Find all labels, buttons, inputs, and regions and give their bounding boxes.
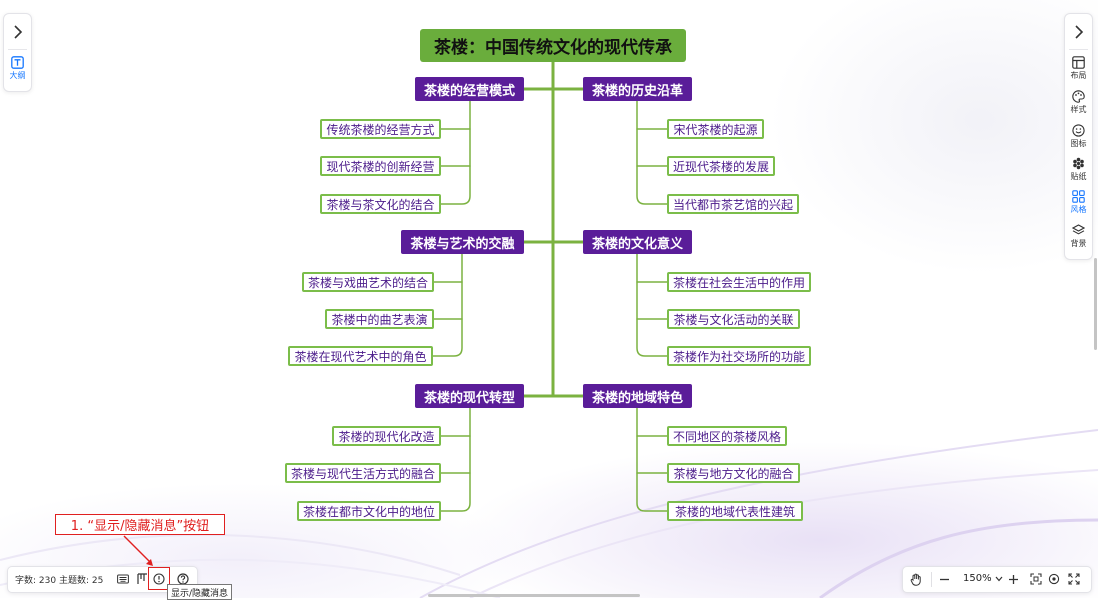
layout-icon xyxy=(1072,56,1085,69)
zoom-toolbar: 150% xyxy=(902,566,1092,593)
sticker-icon xyxy=(1073,157,1084,170)
tool-background-button[interactable]: 背景 xyxy=(1065,224,1092,249)
leaf-topic[interactable]: 茶楼与地方文化的融合 xyxy=(667,463,800,483)
horizontal-scrollbar[interactable] xyxy=(428,594,640,597)
flag-layout-icon xyxy=(137,573,147,584)
leaf-topic[interactable]: 茶楼与茶文化的结合 xyxy=(320,194,441,214)
tool-label: 背景 xyxy=(1070,239,1087,248)
fit-canvas-button[interactable] xyxy=(1028,571,1044,587)
tool-style-button[interactable]: 样式 xyxy=(1065,90,1092,115)
outline-label: 大纲 xyxy=(9,71,26,80)
fullscreen-icon xyxy=(1068,573,1080,585)
right-sidebar: 布局 样式 图标 贴纸 风格 xyxy=(1064,13,1093,260)
tool-label: 贴纸 xyxy=(1070,172,1087,181)
divider xyxy=(931,572,932,587)
branch-topic-regional-features[interactable]: 茶楼的地域特色 xyxy=(583,384,692,408)
leaf-topic[interactable]: 近现代茶楼的发展 xyxy=(667,156,775,176)
leaf-topic[interactable]: 茶楼在都市文化中的地位 xyxy=(297,501,441,521)
expand-left-panel-button[interactable] xyxy=(4,16,31,48)
leaf-topic[interactable]: 茶楼中的曲艺表演 xyxy=(325,309,434,329)
leaf-topic[interactable]: 茶楼在社会生活中的作用 xyxy=(667,272,811,292)
hand-icon xyxy=(910,573,921,586)
style-grid-icon xyxy=(1072,190,1085,203)
fit-screen-icon xyxy=(1030,573,1042,585)
text-box-icon xyxy=(11,56,24,69)
tool-sticker-button[interactable]: 贴纸 xyxy=(1065,157,1092,182)
expand-right-panel-button[interactable] xyxy=(1065,16,1092,48)
target-icon xyxy=(1048,573,1060,585)
hand-tool-button[interactable] xyxy=(908,571,924,587)
word-count: 字数: 230 xyxy=(15,576,57,586)
chevron-right-icon xyxy=(13,25,22,39)
leaf-topic[interactable]: 茶楼作为社交场所的功能 xyxy=(667,346,811,366)
layers-icon xyxy=(1072,224,1085,235)
leaf-topic[interactable]: 茶楼与戏曲艺术的结合 xyxy=(302,272,434,292)
tool-icon-button[interactable]: 图标 xyxy=(1065,124,1092,149)
tool-label: 布局 xyxy=(1070,71,1087,80)
annotation-callout: 1. “显示/隐藏消息”按钮 xyxy=(55,514,225,535)
zoom-level[interactable]: 150% xyxy=(963,573,992,584)
leaf-topic[interactable]: 当代都市茶艺馆的兴起 xyxy=(667,194,799,214)
tool-theme-style-button[interactable]: 风格 xyxy=(1065,190,1092,215)
branch-topic-art-fusion[interactable]: 茶楼与艺术的交融 xyxy=(401,230,524,254)
mini-map-button[interactable] xyxy=(135,571,151,587)
left-sidebar: 大纲 xyxy=(3,13,32,92)
smiley-icon xyxy=(1072,124,1085,137)
root-topic[interactable]: 茶楼：中国传统文化的现代传承 xyxy=(420,29,686,62)
zoom-in-button[interactable] xyxy=(1005,571,1021,587)
tool-label: 图标 xyxy=(1070,139,1087,148)
branch-topic-modern-transformation[interactable]: 茶楼的现代转型 xyxy=(415,384,524,408)
highlight-box xyxy=(148,567,170,590)
minus-icon xyxy=(939,578,949,580)
keyboard-shortcuts-button[interactable] xyxy=(115,571,131,587)
divider xyxy=(8,49,27,50)
leaf-topic[interactable]: 现代茶楼的创新经营 xyxy=(320,156,441,176)
leaf-topic[interactable]: 宋代茶楼的起源 xyxy=(667,119,764,139)
tool-label: 风格 xyxy=(1070,205,1087,214)
info-circle-icon xyxy=(153,573,165,585)
toggle-messages-button[interactable] xyxy=(151,571,167,587)
leaf-topic[interactable]: 茶楼与文化活动的关联 xyxy=(667,309,800,329)
chevron-down-icon xyxy=(995,576,1003,582)
chevron-right-icon xyxy=(1074,25,1083,39)
leaf-topic[interactable]: 茶楼的现代化改造 xyxy=(332,426,441,446)
locate-center-button[interactable] xyxy=(1046,571,1062,587)
plus-icon xyxy=(1008,574,1018,584)
palette-icon xyxy=(1072,90,1085,103)
branch-topic-history[interactable]: 茶楼的历史沿革 xyxy=(583,77,692,101)
leaf-topic[interactable]: 不同地区的茶楼风格 xyxy=(667,426,787,446)
topic-count: 主题数: 25 xyxy=(59,576,104,586)
outline-button[interactable]: 大纲 xyxy=(4,56,31,81)
leaf-topic[interactable]: 传统茶楼的经营方式 xyxy=(320,119,441,139)
leaf-topic[interactable]: 茶楼在现代艺术中的角色 xyxy=(288,346,433,366)
divider xyxy=(1069,49,1088,50)
branch-topic-cultural-significance[interactable]: 茶楼的文化意义 xyxy=(583,230,692,254)
zoom-out-button[interactable] xyxy=(936,571,952,587)
branch-topic-business-model[interactable]: 茶楼的经营模式 xyxy=(415,77,524,101)
keyboard-icon xyxy=(117,574,129,584)
leaf-topic[interactable]: 茶楼的地域代表性建筑 xyxy=(667,501,803,521)
tool-layout-button[interactable]: 布局 xyxy=(1065,56,1092,81)
tool-label: 样式 xyxy=(1070,105,1087,114)
status-bar: 字数: 230 主题数: 25 xyxy=(7,566,198,593)
vertical-scrollbar[interactable] xyxy=(1094,258,1097,350)
fullscreen-button[interactable] xyxy=(1066,571,1082,587)
zoom-dropdown-button[interactable] xyxy=(991,571,1007,587)
leaf-topic[interactable]: 茶楼与现代生活方式的融合 xyxy=(285,463,441,483)
